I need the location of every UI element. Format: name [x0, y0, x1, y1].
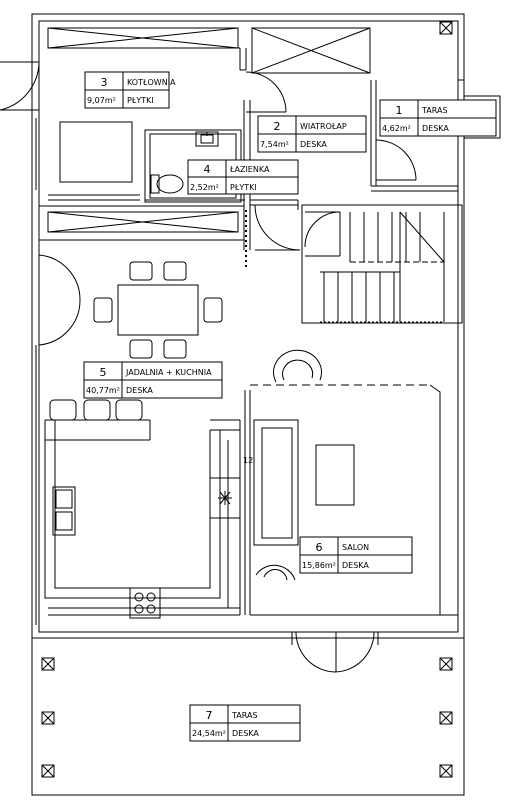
- room-label-2: 2 7,54m² WIATROŁAP DESKA: [257, 115, 367, 153]
- coffee-table: [315, 444, 355, 506]
- room-name: JADALNIA + KUCHNIA: [125, 368, 212, 377]
- boiler-unit: [59, 121, 133, 183]
- room-area: 2,52m²: [190, 183, 219, 192]
- room-num: 7: [206, 709, 213, 722]
- boiler-room-walls: [0, 47, 287, 201]
- room-name: WIATROŁAP: [300, 122, 347, 131]
- room-label-7: 7 24,54m² TARAS DESKA: [189, 704, 301, 742]
- room-num: 6: [316, 541, 323, 554]
- window-left-lower: [31, 345, 40, 625]
- salon-wall: [244, 384, 458, 616]
- room-name: SALON: [342, 543, 369, 552]
- stair-enclosure: [301, 204, 463, 324]
- room-num: 3: [101, 76, 108, 89]
- room-label-5: 5 40,77m² JADALNIA + KUCHNIA DESKA: [83, 361, 223, 399]
- room-num: 2: [274, 120, 281, 133]
- stairs: [320, 211, 445, 323]
- washbasin-icon: [195, 131, 219, 147]
- room-name: ŁAZIENKA: [229, 165, 270, 174]
- room-num: 5: [100, 366, 107, 379]
- room-floor: DESKA: [422, 124, 449, 133]
- outer-walls: [31, 13, 465, 639]
- room-area: 24,54m²: [192, 729, 226, 738]
- room-floor: PŁYTKI: [230, 183, 257, 192]
- room-floor: DESKA: [342, 561, 369, 570]
- room-name: TARAS: [421, 106, 448, 115]
- room-name: KOTŁOWNIA: [127, 78, 176, 87]
- room-area: 15,86m²: [302, 561, 336, 570]
- room-floor: DESKA: [300, 140, 327, 149]
- room-floor: PŁYTKI: [127, 96, 154, 105]
- terrace-double-door: [295, 631, 375, 673]
- room-area: 4,62m²: [382, 124, 411, 133]
- side-terrace: [458, 79, 501, 139]
- room-floor: DESKA: [232, 729, 259, 738]
- room-label-3: 3 9,07m² KOTŁOWNIA PŁYTKI: [84, 71, 176, 109]
- room-num: 4: [204, 163, 211, 176]
- stair-count-label: 12: [243, 456, 253, 465]
- bar-stools: [49, 399, 143, 421]
- dining-table: [93, 261, 223, 359]
- room-name: TARAS: [231, 711, 258, 720]
- cooktop-icon: [129, 587, 161, 619]
- room-label-6: 6 15,86m² SALON DESKA: [299, 536, 413, 574]
- room-label-4: 4 2,52m² ŁAZIENKA PŁYTKI: [187, 159, 299, 195]
- window-left-upper: [31, 118, 40, 190]
- armchair-top: [273, 349, 323, 383]
- armchair-bottom: [255, 564, 296, 581]
- terrace-outline: [31, 632, 465, 796]
- fridge-icon: [209, 477, 241, 519]
- window-top-left: [47, 27, 239, 49]
- room-label-1: 1 4,62m² TARAS DESKA: [379, 99, 497, 137]
- terrace-posts: [41, 21, 453, 778]
- vestibule-walls: [243, 80, 458, 251]
- left-double-door: [38, 254, 81, 346]
- corridor-cabinet: [39, 205, 244, 241]
- window-top-right: [251, 27, 371, 74]
- room-area: 7,54m²: [260, 140, 289, 149]
- room-area: 40,77m²: [86, 386, 120, 395]
- room-area: 9,07m²: [87, 96, 116, 105]
- room-floor: DESKA: [126, 386, 153, 395]
- room-num: 1: [396, 104, 403, 117]
- sofa: [253, 419, 299, 546]
- toilet-icon: [150, 174, 184, 194]
- sink-icon: [52, 486, 76, 536]
